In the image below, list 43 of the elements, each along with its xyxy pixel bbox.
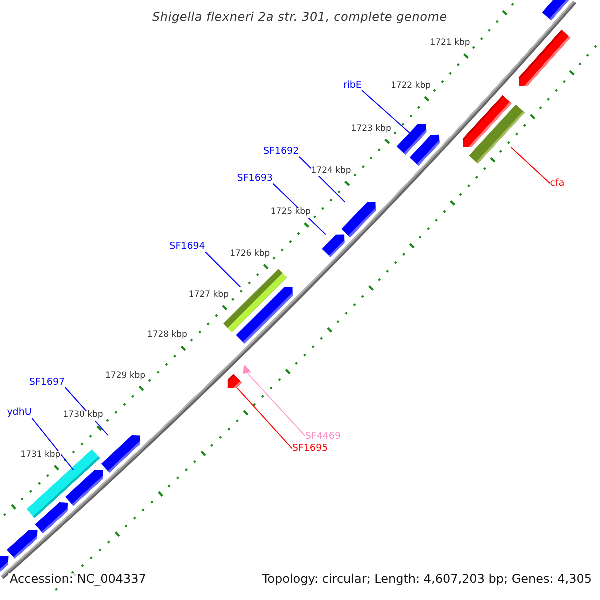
gene-block	[342, 202, 376, 238]
scale-label: 1730 kbp	[63, 411, 104, 422]
leader-line	[236, 388, 293, 450]
gene-label: ribE	[343, 80, 362, 92]
gene-block	[7, 530, 38, 559]
gene-label: cfa	[550, 179, 565, 190]
leader-line	[32, 418, 74, 471]
leader-line	[205, 252, 242, 288]
gene-block	[101, 435, 140, 473]
scale-label: 1727 kbp	[188, 290, 229, 301]
gene-block	[243, 365, 252, 374]
gene-label: SF1695	[292, 444, 328, 456]
gene-block	[236, 287, 293, 344]
gene-block	[519, 30, 571, 86]
scale-label: 1725 kbp	[270, 208, 311, 218]
scale-label: 1723 kbp	[351, 124, 392, 134]
accession-text: Accession: NC_004337	[8, 573, 148, 587]
scale-label: 1731 kbp	[20, 450, 61, 461]
gene-label: SF4469	[305, 432, 342, 443]
leader-line	[362, 90, 412, 136]
gene-block	[228, 374, 242, 388]
leader-line	[248, 373, 306, 437]
scale-label: 1726 kbp	[230, 250, 270, 260]
gene-label: SF1697	[29, 378, 66, 389]
gene-block	[0, 556, 9, 572]
scale-label: 1724 kbp	[311, 166, 352, 176]
gene-bar	[469, 104, 525, 164]
genome-summary-text: Topology: circular; Length: 4,607,203 bp; Genes: 4,305	[260, 573, 594, 587]
gene-label: ydhU	[7, 408, 32, 420]
map-title: Shigella flexneri 2a str. 301, complete genome	[152, 10, 448, 24]
leader-line	[510, 146, 551, 184]
gene-label: SF1692	[263, 146, 300, 158]
gene-block	[322, 234, 345, 258]
gene-label: SF1693	[237, 174, 273, 185]
gene-block	[35, 502, 68, 534]
gene-block	[542, 0, 570, 21]
scale-label: 1729 kbp	[106, 372, 146, 382]
gene-block	[65, 470, 104, 506]
gene-label: SF1694	[170, 242, 206, 254]
scale-label: 1722 kbp	[390, 82, 431, 92]
gene-block	[410, 134, 440, 166]
scale-label: 1728 kbp	[147, 331, 188, 342]
scale-label: 1721 kbp	[430, 39, 470, 50]
